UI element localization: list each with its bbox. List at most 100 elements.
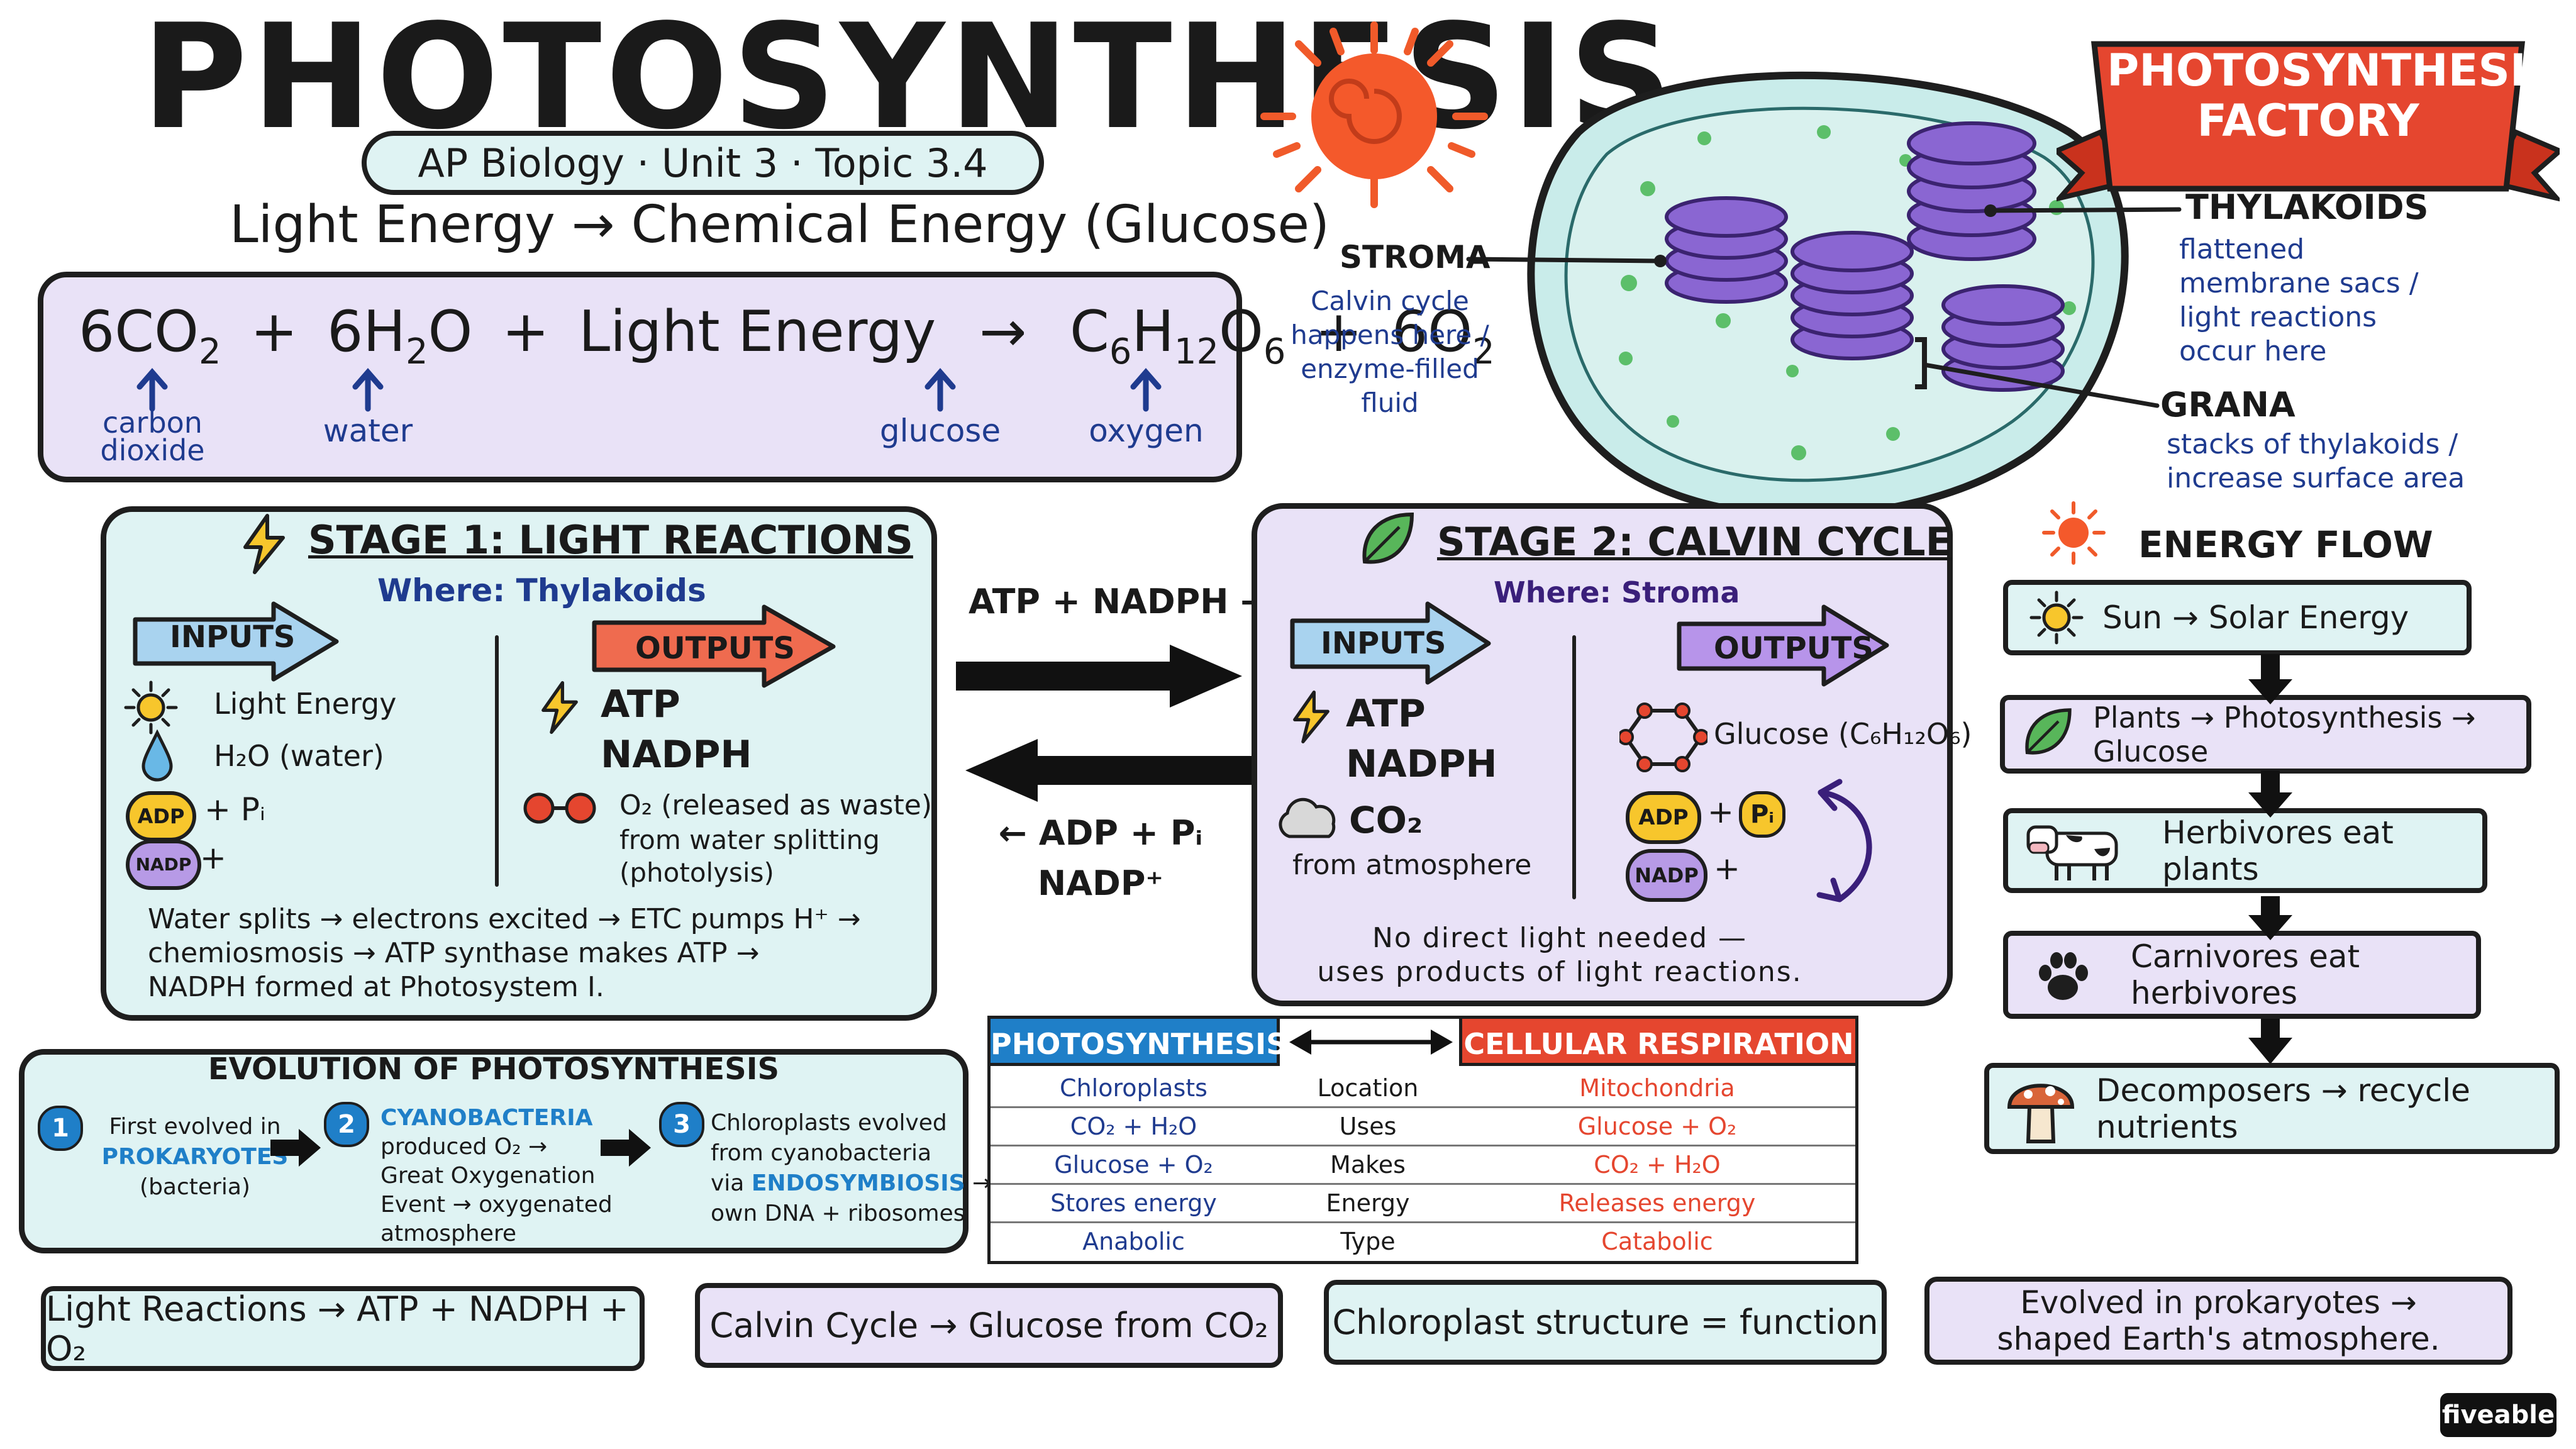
table-cell-attribute: Type	[1340, 1228, 1396, 1255]
eq-co2: 6CO2	[79, 299, 221, 372]
stage2-outputs-arrow	[1677, 604, 1889, 687]
eq-arrow: →	[979, 299, 1027, 365]
glucose-molecule-icon	[1619, 702, 1707, 772]
eq-h2o: 6H2O	[327, 299, 473, 372]
cloud-icon	[1279, 797, 1336, 838]
adp-badge: ADP	[126, 791, 196, 841]
oxygen-molecule-icon	[523, 792, 596, 824]
stage2-output-glucose: Glucose (C₆H₁₂O₆)	[1714, 717, 1972, 751]
evolution-step-1: First evolved in PROKARYOTES (bacteria)	[101, 1114, 289, 1200]
water-drop-icon	[142, 730, 173, 782]
stage2-outputs-label: OUTPUTS	[1714, 631, 1874, 666]
evolution-title: EVOLUTION OF PHOTOSYNTHESIS	[208, 1052, 780, 1087]
respiration-header: CELLULAR RESPIRATION	[1459, 1016, 1858, 1066]
label-water: water	[323, 413, 413, 449]
stage1-title: STAGE 1: LIGHT REACTIONS	[308, 517, 913, 563]
adp-badge: ADP	[1626, 791, 1701, 844]
summary-pill-light: Light Reactions → ATP + NADPH + O₂	[41, 1286, 645, 1371]
stage1-inputs-label: INPUTS	[170, 619, 296, 655]
brand-logo: fiveable	[2440, 1393, 2557, 1437]
energy-flow-title: ENERGY FLOW	[2138, 523, 2433, 566]
forward-arrow	[956, 645, 1242, 708]
grana-desc: stacks of thylakoids / increase surface …	[2167, 428, 2465, 494]
table-cell-attribute: Location	[1317, 1074, 1419, 1102]
output-o2: O₂ (released as waste)	[619, 789, 933, 821]
input-plus: +	[200, 840, 226, 876]
chloroplast-diagram	[1527, 71, 2129, 519]
flow-step-carnivores: Carnivores eat herbivores	[2003, 931, 2481, 1019]
eq-glucose: C6H12O6	[1069, 299, 1286, 372]
flow-step-decomposers: Decomposers → recycle nutrients	[1984, 1063, 2560, 1154]
label-carbon-dioxide: carbon dioxide	[100, 406, 205, 467]
banner-text: PHOTOSYNTHESIS FACTORY	[2107, 45, 2558, 147]
stage1-outputs-label: OUTPUTS	[635, 631, 795, 666]
thylakoids-label: THYLAKOIDS	[2185, 187, 2429, 227]
grana-label: GRANA	[2160, 385, 2296, 425]
equation-box	[38, 272, 1242, 482]
subtitle-pill: AP Biology · Unit 3 · Topic 3.4	[362, 131, 1044, 195]
table-cell-respiration: Mitochondria	[1579, 1074, 1735, 1102]
table-cell-photosynthesis: Glucose + O₂	[1054, 1151, 1213, 1179]
eq-oxygen: 6O2	[1391, 299, 1495, 372]
output-o2-source: from water splitting (photolysis)	[619, 824, 880, 888]
table-row-divider	[991, 1183, 1855, 1185]
table-row-divider	[991, 1221, 1855, 1223]
lightning-icon	[1293, 691, 1330, 743]
cycle-arrow-icon	[1816, 779, 1872, 902]
stage1-where: Where: Thylakoids	[377, 572, 706, 609]
leaf-icon	[1362, 512, 1414, 564]
table-cell-respiration: Releases energy	[1558, 1189, 1756, 1217]
stage2-plus: +	[1714, 850, 1740, 887]
stage2-plus: +	[1707, 794, 1734, 830]
stage1-panel	[101, 506, 937, 1021]
input-water: H₂O (water)	[214, 739, 384, 773]
table-cell-photosynthesis: Anabolic	[1082, 1228, 1185, 1255]
table-cell-photosynthesis: CO₂ + H₂O	[1070, 1113, 1197, 1140]
table-cell-photosynthesis: Chloroplasts	[1060, 1074, 1208, 1102]
table-cell-attribute: Uses	[1339, 1113, 1397, 1140]
stage2-where: Where: Stroma	[1494, 575, 1740, 609]
subtitle: AP Biology · Unit 3 · Topic 3.4	[418, 140, 988, 186]
stroma-label: STROMA	[1340, 239, 1491, 275]
flow-step-herbivores: Herbivores eat plants	[2003, 808, 2487, 893]
sun-icon	[1260, 21, 1488, 208]
step-number-badge: 3	[659, 1102, 704, 1147]
stage2-panel	[1252, 503, 1953, 1006]
table-row-divider	[991, 1145, 1855, 1146]
equation-arrows	[136, 368, 1162, 412]
label-oxygen: oxygen	[1089, 413, 1204, 449]
stage1-outputs-arrow	[592, 604, 836, 688]
stage1-summary: Water splits → electrons excited → ETC p…	[148, 903, 861, 1003]
input-plus-pi: + Pᵢ	[204, 791, 265, 828]
small-sun-icon	[124, 680, 178, 735]
stage2-divider	[1572, 635, 1576, 899]
stage1-divider	[495, 635, 499, 887]
output-nadph: NADPH	[601, 733, 752, 777]
evolution-panel	[19, 1049, 969, 1253]
middle-bottom-label: ← ADP + Pᵢ NADP⁺	[998, 813, 1203, 903]
stage2-inputs-label: INPUTS	[1321, 626, 1446, 661]
middle-top-label: ATP + NADPH →	[969, 582, 1269, 621]
sun-icon	[2042, 501, 2106, 565]
eq-plus: +	[1314, 299, 1363, 365]
factory-banner	[2057, 41, 2560, 202]
energy-flow-arrows	[2248, 654, 2292, 1064]
lightning-icon	[541, 681, 578, 734]
pi-badge: Pᵢ	[1739, 791, 1785, 838]
step-number-badge: 1	[38, 1106, 83, 1151]
stage2-input-co2-source: from atmosphere	[1292, 849, 1532, 881]
input-light-energy: Light Energy	[214, 687, 397, 721]
evolution-arrow	[601, 1129, 651, 1167]
small-sun-icon	[2029, 591, 2084, 645]
label-glucose: glucose	[879, 413, 1001, 449]
summary-pill-calvin: Calvin Cycle → Glucose from CO₂	[695, 1283, 1283, 1368]
nadp-badge: NADP	[1626, 849, 1707, 902]
mushroom-icon	[2007, 1084, 2075, 1143]
stage2-input-nadph: NADPH	[1346, 742, 1497, 786]
summary-pill-evolved: Evolved in prokaryotes → shaped Earth's …	[1924, 1277, 2512, 1365]
thylakoids-desc: flattened membrane sacs / light reaction…	[2179, 233, 2419, 367]
summary-pill-structure: Chloroplast structure = function	[1324, 1280, 1887, 1365]
backward-arrow	[965, 739, 1252, 802]
step-number-badge: 2	[324, 1102, 369, 1147]
double-arrow-icon	[1289, 1030, 1453, 1055]
